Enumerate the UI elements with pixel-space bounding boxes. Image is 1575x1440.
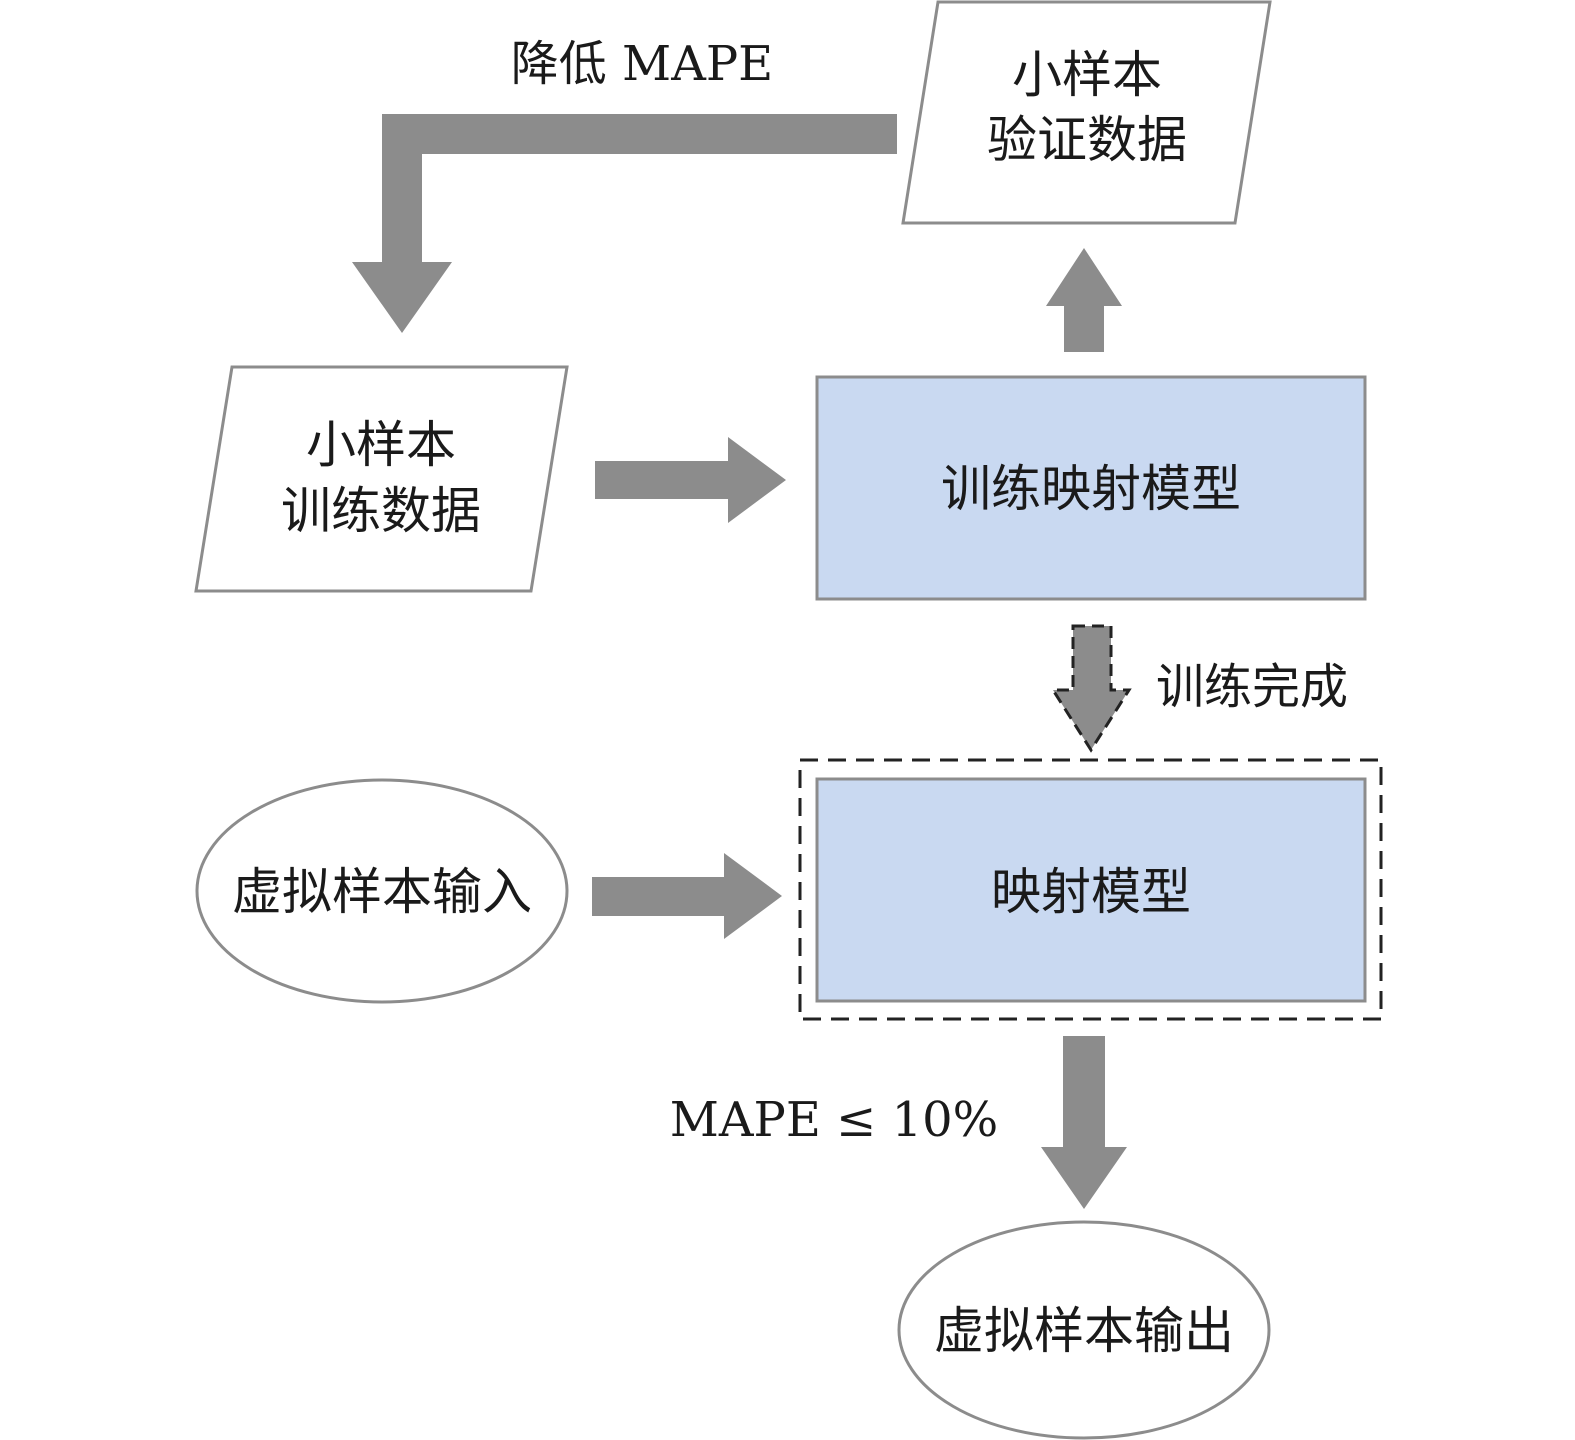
validation-data-line1: 小样本	[1012, 46, 1162, 104]
virtual-output-label: 虚拟样本输出	[934, 1302, 1234, 1360]
feedback-arrow	[352, 114, 897, 333]
right-arrow-train	[595, 437, 786, 523]
virtual-output-node	[897, 1220, 1271, 1440]
training-done-label: 训练完成	[1156, 659, 1348, 715]
training-done-arrow	[1050, 624, 1132, 753]
train-model-node	[815, 375, 1367, 601]
virtual-input-label: 虚拟样本输入	[232, 863, 532, 921]
up-arrow	[1046, 248, 1122, 352]
virtual-input-node	[195, 778, 569, 1004]
criterion-label: MAPE ≤ 10%	[670, 1092, 999, 1148]
train-model-label: 训练映射模型	[941, 460, 1241, 518]
training-data-line2: 训练数据	[281, 482, 481, 540]
feedback-label: 降低 MAPE	[511, 36, 773, 92]
down-arrow-output	[1041, 1036, 1127, 1209]
mapping-model-node	[815, 777, 1367, 1003]
training-data-node	[194, 365, 569, 593]
validation-data-line2: 验证数据	[987, 111, 1187, 169]
mapping-model-label: 映射模型	[991, 863, 1191, 921]
training-data-line1: 小样本	[306, 416, 456, 474]
mapping-model-frame	[798, 758, 1383, 1021]
validation-data-node	[901, 0, 1272, 225]
right-arrow-input	[592, 853, 782, 939]
